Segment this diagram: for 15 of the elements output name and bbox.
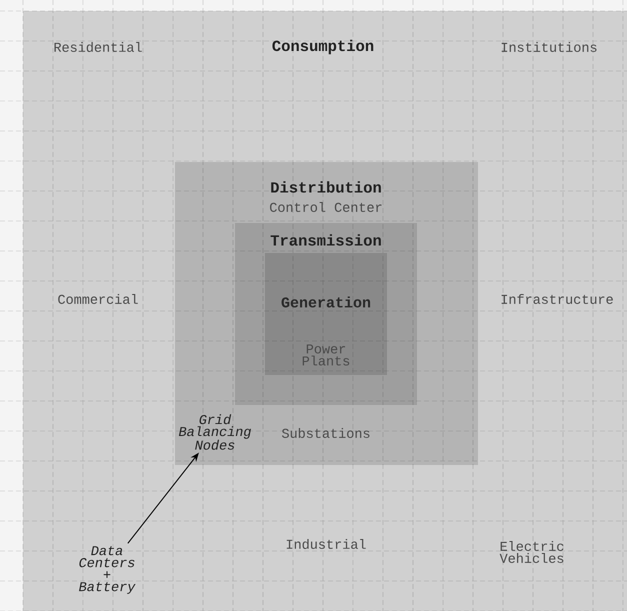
zone-title: Consumption <box>272 40 374 54</box>
zone-label: Electric Vehicles <box>500 541 564 563</box>
zone-label: Residential <box>54 42 142 52</box>
zone-label: Institutions <box>502 42 596 52</box>
zone-label: Power Plants <box>302 344 350 366</box>
callout-text: Data Centers + Battery <box>79 546 136 594</box>
zone-label: Commercial <box>58 294 138 304</box>
zone-title: Transmission <box>270 234 381 246</box>
zone-label: Substations <box>282 428 370 438</box>
zone-title: Distribution <box>271 181 381 193</box>
callout-text: Grid Balancing Nodes <box>178 414 251 450</box>
zone-title: Generation <box>282 296 370 308</box>
zone-label: Infrastructure <box>502 294 613 304</box>
zone-label: Control Center <box>270 202 382 212</box>
zone-label: Industrial <box>286 539 366 549</box>
